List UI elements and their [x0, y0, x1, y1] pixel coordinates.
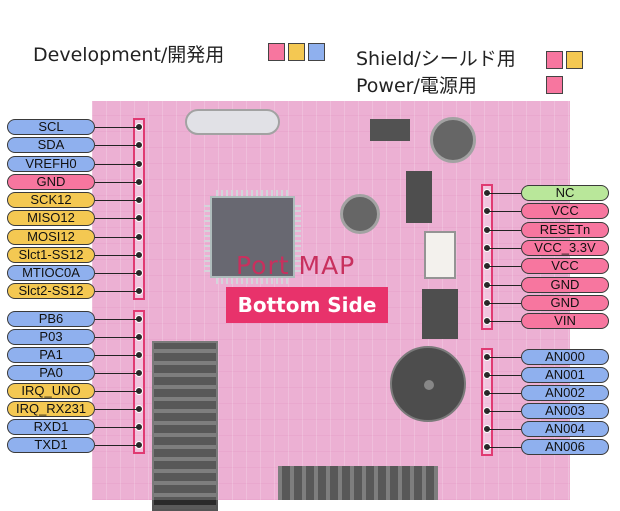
pin-label: GND: [7, 173, 95, 190]
legend-shield-swatch-yellow: [566, 51, 583, 69]
legend-shield-swatch-pink: [546, 51, 563, 69]
pin-label: PA1: [7, 347, 95, 363]
pin-label: SDA: [7, 137, 95, 154]
pin-lead-line: [95, 127, 139, 128]
pin-lead-line: [95, 145, 139, 147]
pin-lead-line: [95, 337, 139, 338]
legend-shield-label: Shield/シールド用: [356, 48, 516, 70]
pin-header-right-upper-pins: [481, 184, 493, 331]
capacitor-large: [430, 117, 476, 163]
box-header: [152, 341, 218, 511]
pin-lead-line: [487, 302, 521, 304]
pin-lead-line: [487, 411, 521, 412]
switch-component: [406, 171, 432, 223]
pin-label: RXD1: [7, 419, 95, 435]
regulator: [370, 119, 410, 141]
pin-lead-line: [487, 321, 521, 323]
pin-lead-line: [487, 429, 521, 430]
pin-header-left-lower-pins: [133, 310, 145, 454]
pin-label: VCC: [521, 258, 609, 275]
pin-label: MOSI12: [7, 228, 95, 245]
pin-lead-line: [95, 291, 139, 293]
pin-lead-line: [95, 355, 139, 356]
pin-lead-line: [95, 391, 139, 392]
pin-lead-line: [487, 447, 521, 448]
pin-label: PB6: [7, 311, 95, 327]
pin-label: AN000: [521, 349, 609, 365]
pin-lead-line: [95, 236, 139, 238]
pin-label: Slct1-SS12: [7, 246, 95, 263]
pin-lead-line: [95, 427, 139, 428]
pin-label: AN002: [521, 385, 609, 401]
pin-label: TXD1: [7, 437, 95, 453]
power-connector: [424, 231, 456, 279]
pin-lead-line: [487, 229, 521, 231]
legend-power-swatch-pink: [546, 76, 563, 94]
pin-lead-line: [487, 284, 521, 286]
crystal-oscillator: [185, 109, 280, 135]
legend-swatch-yellow: [288, 43, 305, 61]
pin-lead-line: [95, 254, 139, 256]
bottom-header: [278, 466, 438, 500]
pin-label: VCC: [521, 203, 609, 220]
port-map-title: Port MAP: [236, 251, 356, 280]
capacitor-small: [340, 194, 380, 234]
pin-lead-line: [487, 393, 521, 394]
legend-swatch-blue: [308, 43, 325, 61]
pin-lead-line: [487, 211, 521, 213]
pin-label: MISO12: [7, 210, 95, 227]
pin-lead-line: [95, 373, 139, 374]
pin-label: GND: [521, 294, 609, 311]
pin-lead-line: [95, 319, 139, 320]
pin-label: AN001: [521, 367, 609, 383]
pin-label: VCC_3.3V: [521, 239, 609, 256]
pin-lead-line: [95, 445, 139, 446]
pin-label: AN004: [521, 421, 609, 437]
pin-lead-line: [487, 266, 521, 268]
pin-lead-line: [487, 357, 521, 358]
pin-label: MTIOC0A: [7, 265, 95, 281]
pin-label: SCL: [7, 119, 95, 135]
pin-label: RESETn: [521, 221, 609, 238]
pin-lead-line: [95, 200, 139, 201]
pin-lead-line: [95, 181, 139, 183]
pin-label: VREFH0: [7, 155, 95, 172]
pin-lead-line: [95, 218, 139, 220]
pin-lead-line: [487, 375, 521, 376]
pin-label: AN006: [521, 439, 609, 455]
pin-label: SCK12: [7, 192, 95, 208]
pin-label: PA0: [7, 365, 95, 381]
pin-label: P03: [7, 329, 95, 345]
reset-button: [422, 289, 458, 339]
pin-label: Slct2-SS12: [7, 283, 95, 300]
legend-development-label: Development/開発用: [33, 44, 225, 66]
pin-lead-line: [487, 247, 521, 249]
buzzer-hole: [424, 380, 434, 390]
pin-lead-line: [95, 409, 139, 410]
pin-label: IRQ_UNO: [7, 383, 95, 399]
pin-lead-line: [487, 193, 521, 194]
pin-label: GND: [521, 276, 609, 293]
pin-label: IRQ_RX231: [7, 401, 95, 417]
pin-label: VIN: [521, 313, 609, 330]
microcontroller-chip: [210, 196, 295, 278]
legend-power-label: Power/電源用: [356, 75, 477, 97]
pin-header-right-lower-pins: [481, 348, 493, 456]
pin-label: NC: [521, 185, 609, 201]
pin-lead-line: [95, 163, 139, 165]
pin-label: AN003: [521, 403, 609, 419]
pin-lead-line: [95, 273, 139, 274]
legend-swatch-pink: [268, 43, 285, 61]
bottom-side-badge: Bottom Side: [226, 287, 388, 323]
